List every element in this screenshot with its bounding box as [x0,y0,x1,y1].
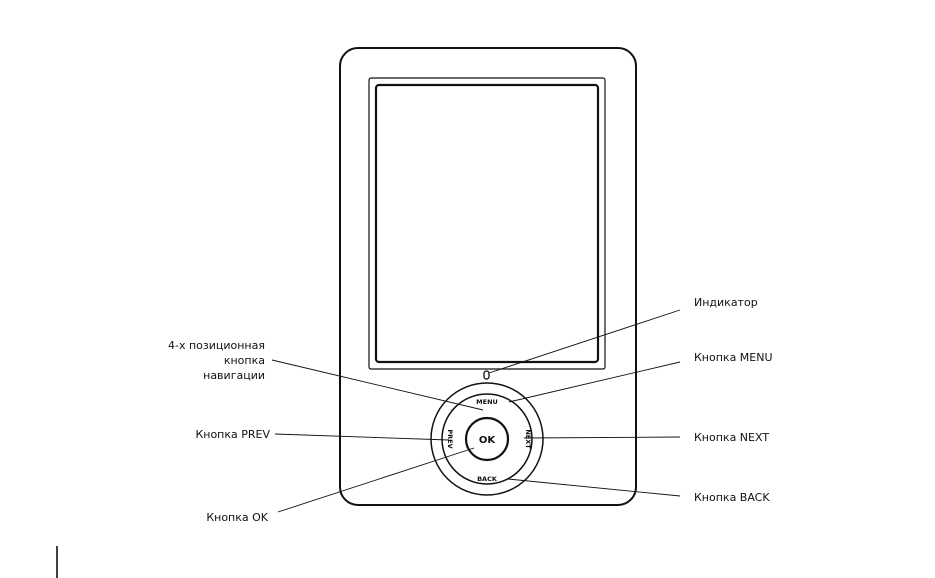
back-callout: Кнопка BACK [694,490,770,505]
menu-callout: Кнопка MENU [694,350,773,365]
indicator-callout: Индикатор [694,295,758,310]
next-button-label[interactable]: NEXT [524,429,532,449]
ok-callout: Кнопка OK [206,510,268,525]
nav-callout-line-1: 4-х позиционная [168,338,265,353]
nav-callout: 4-х позиционная кнопка навигации [168,338,265,383]
prev-button-label[interactable]: PREV [446,429,454,448]
screen [376,85,598,362]
ok-button-label: OK [479,435,497,446]
back-button-label[interactable]: BACK [477,475,498,483]
next-callout: Кнопка NEXT [694,430,769,445]
menu-button-label[interactable]: MENU [476,398,498,406]
nav-callout-line-2: кнопка [168,353,265,368]
prev-callout: Кнопка PREV [195,427,270,442]
indicator-led [484,371,489,379]
nav-callout-line-3: навигации [168,368,265,383]
